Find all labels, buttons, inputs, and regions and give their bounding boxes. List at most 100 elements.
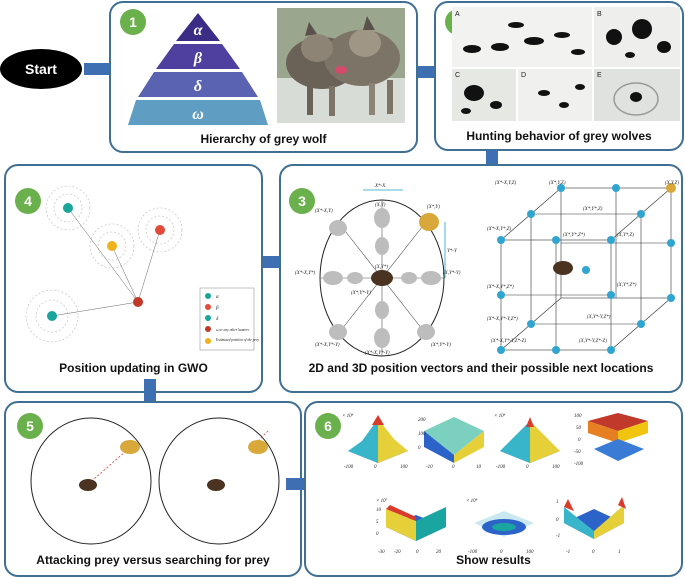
result2-tick3: -10	[426, 465, 433, 470]
result2-tick0: 200	[418, 418, 426, 423]
result2-tick4: 0	[452, 465, 455, 470]
result-plot-5: × 10⁷ 10 5 0 -30 -20 0 20	[376, 498, 446, 555]
result5-tick0: 10	[376, 508, 382, 513]
start-label: Start	[25, 61, 57, 77]
step3-badge: 3	[289, 188, 315, 214]
result1-tick1: 0	[374, 465, 377, 470]
result5-tick6: 20	[436, 550, 442, 555]
result2-tick5: 10	[476, 465, 482, 470]
result7-tick0: 1	[556, 500, 559, 505]
result4-tick0: 100	[574, 414, 582, 419]
gwo-legend-alpha: α	[216, 295, 219, 300]
hierarchy-pyramid: α β δ ω	[128, 13, 268, 125]
v2d-label-3: (X*-X,Y*)	[295, 271, 315, 276]
v3d-label-5: (X,Y*,Z)	[617, 233, 634, 238]
panel-step5: 5 Attacking prey versus searching for pr…	[4, 401, 302, 577]
v3d-label-8: (X*-X,Y*,Z*)	[487, 285, 514, 290]
step1-caption: Hierarchy of grey wolf	[200, 132, 327, 146]
grey-wolves-photo	[277, 8, 405, 123]
step5-badge: 5	[17, 413, 43, 439]
dim-x-label: X*-X	[374, 184, 386, 189]
step4-badge: 4	[15, 188, 41, 214]
pyramid-level-alpha	[176, 13, 220, 41]
step6-caption: Show results	[456, 553, 531, 567]
vectors-2d-diagram: X*-X Y*-Y (X*-X,Y) (X,Y) (X*,Y) (X*-X,Y*…	[295, 184, 461, 357]
v2d-label-9: (X*,Y*-Y)	[431, 343, 451, 348]
gwo-legend-omega: ω or any other hunters	[216, 328, 249, 332]
v2d-label-7: (X*-X,Y*-Y)	[315, 343, 340, 348]
step5-caption: Attacking prey versus searching for prey	[36, 553, 270, 567]
v2d-label-1: (X,Y)	[375, 203, 386, 208]
result3-tick1: 0	[526, 465, 529, 470]
result3-tick2: 100	[552, 465, 560, 470]
result4-tick3: -50	[574, 450, 581, 455]
result-plot-7: 1 0 -1 -1 0 1	[556, 497, 626, 555]
gwo-legend-prey: Estimated position of the prey	[215, 338, 259, 342]
attacking-prey-diagram	[30, 417, 152, 545]
hunting-photo-e-label: E	[597, 72, 602, 79]
result1-tick2: 100	[400, 465, 408, 470]
v3d-label-9: (X*-X,Y*-Y,Z*)	[487, 317, 518, 322]
pyramid-omega-label: ω	[192, 106, 204, 123]
result6-exp: × 10⁴	[466, 498, 478, 504]
result7-tick5: 1	[618, 550, 621, 555]
result1-tick0: -100	[344, 465, 354, 470]
v2d-label-8: (X*-X,Y*-Y)	[365, 351, 390, 356]
step1-badge: 1	[120, 9, 146, 35]
gwo-legend-beta: β	[215, 306, 219, 311]
searching-prey-diagram	[158, 417, 280, 545]
result3-exp: × 10⁴	[494, 413, 506, 419]
result-plot-2: 200 100 0 -10 0 10	[418, 417, 484, 470]
result5-tick4: -20	[394, 550, 401, 555]
pyramid-level-delta	[138, 72, 258, 97]
result7-tick2: -1	[556, 534, 560, 539]
panel-step6: 6 × 10⁴ -100 0 100 200 100 0 -10 0 10 × …	[304, 401, 683, 577]
v2d-label-5: (X,Y*-Y)	[443, 271, 461, 276]
v3d-label-12: (X,Y*-Y,Z*-Z)	[579, 339, 607, 344]
result6-tick0: -100	[468, 550, 478, 555]
hunting-photos: A B C D E	[452, 7, 680, 121]
result7-tick1: 0	[556, 518, 559, 523]
v3d-label-4: (X*,Y*,Z)	[583, 207, 603, 212]
result1-exp: × 10⁴	[342, 413, 354, 419]
result2-tick2: 0	[418, 446, 421, 451]
step3-caption: 2D and 3D position vectors and their pos…	[308, 361, 654, 375]
gwo-beta-marker	[155, 225, 165, 235]
v2d-label-0: (X*-X,Y)	[315, 209, 333, 214]
result5-exp: × 10⁷	[376, 498, 388, 504]
step4-caption: Position updating in GWO	[59, 361, 208, 375]
gwo-delta-marker	[47, 311, 57, 321]
hunting-photo-c-label: C	[455, 72, 460, 79]
step2-caption: Hunting behavior of grey wolves	[466, 129, 652, 143]
pyramid-delta-label: δ	[194, 78, 202, 95]
result5-tick3: -30	[378, 550, 385, 555]
v3d-label-7: (X,Y*,Z*)	[617, 283, 637, 288]
v3d-label-10: (X,Y*-Y,Z*)	[587, 315, 611, 320]
start-node: Start	[0, 49, 82, 89]
pyramid-level-omega	[128, 100, 268, 125]
result5-tick2: 0	[376, 532, 379, 537]
result-plot-6: × 10⁴ -100 0 100	[466, 498, 534, 555]
result4-tick2: 0	[578, 438, 581, 443]
pyramid-alpha-label: α	[194, 22, 204, 39]
gwo-alpha-marker	[63, 203, 73, 213]
result-plot-3: × 10⁴ -100 0 100	[494, 413, 560, 470]
result-plot-4: 100 50 0 -50 -100	[574, 413, 648, 467]
result5-tick5: 0	[416, 550, 419, 555]
gwo-legend-delta: δ	[216, 317, 219, 322]
result4-tick1: 50	[576, 426, 582, 431]
result6-tick1: 0	[500, 550, 503, 555]
pyramid-level-beta	[156, 44, 240, 69]
v2d-label-2: (X*,Y)	[427, 205, 440, 210]
panel-step4: 4 α β δ ω or any other hunters Estimated…	[4, 164, 263, 393]
result-plot-1: × 10⁴ -100 0 100	[342, 413, 408, 470]
step6-badge: 6	[315, 413, 341, 439]
result2-tick1: 100	[418, 432, 426, 437]
v2d-label-4: (X,Y*)	[375, 265, 388, 270]
gwo-position-update-diagram: α β δ ω or any other hunters Estimated p…	[25, 185, 259, 351]
v2d-label-6: (X*,Y*-Y)	[351, 291, 371, 296]
hunting-photo-a-label: A	[455, 11, 460, 18]
result4-tick4: -100	[574, 462, 584, 467]
v3d-label-1: (X,Y,Z)	[665, 181, 679, 186]
v3d-label-3: (X*-X,Y*,Z)	[487, 227, 512, 232]
